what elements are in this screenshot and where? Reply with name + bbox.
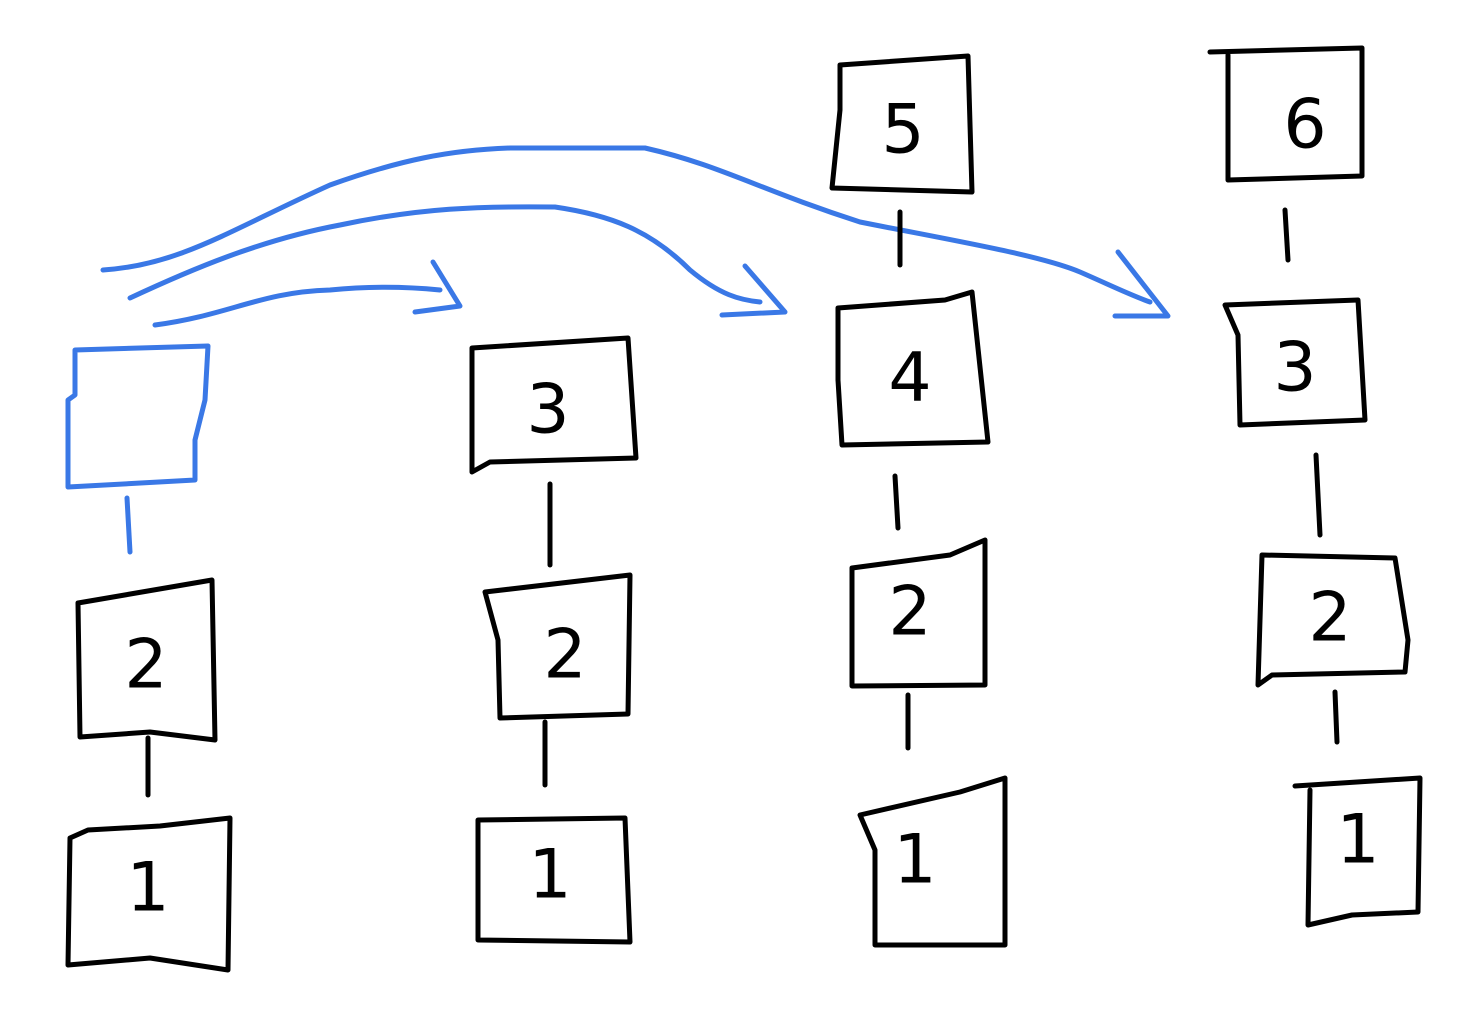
node-label: 4 — [888, 339, 931, 418]
node-label: 3 — [526, 371, 569, 450]
node-label: 1 — [893, 821, 936, 900]
connector — [1332, 689, 1340, 745]
arrow-to-stack-3 — [127, 204, 788, 318]
stack-4: 6 3 2 1 — [1207, 45, 1423, 928]
connector — [892, 473, 901, 531]
node-label: 5 — [881, 91, 924, 170]
arrow-to-stack-4 — [100, 145, 1171, 319]
node-label: 2 — [888, 573, 931, 652]
node-label: 2 — [1308, 579, 1351, 658]
node-label: 1 — [126, 849, 169, 928]
node-label: 1 — [528, 836, 571, 915]
node-label: 1 — [1336, 801, 1379, 880]
empty-node-box — [65, 343, 211, 490]
connector — [1282, 207, 1291, 263]
connector — [1313, 452, 1323, 538]
stack-1: 2 1 — [65, 343, 233, 973]
stack-3: 5 4 2 1 — [829, 53, 1008, 948]
connector — [124, 495, 133, 555]
node-label: 6 — [1283, 86, 1326, 165]
stack-2: 3 2 1 — [469, 335, 639, 945]
node-label: 2 — [124, 626, 167, 705]
arrow-to-stack-2 — [152, 259, 463, 328]
node-label: 3 — [1273, 329, 1316, 408]
node-label: 2 — [543, 616, 586, 695]
